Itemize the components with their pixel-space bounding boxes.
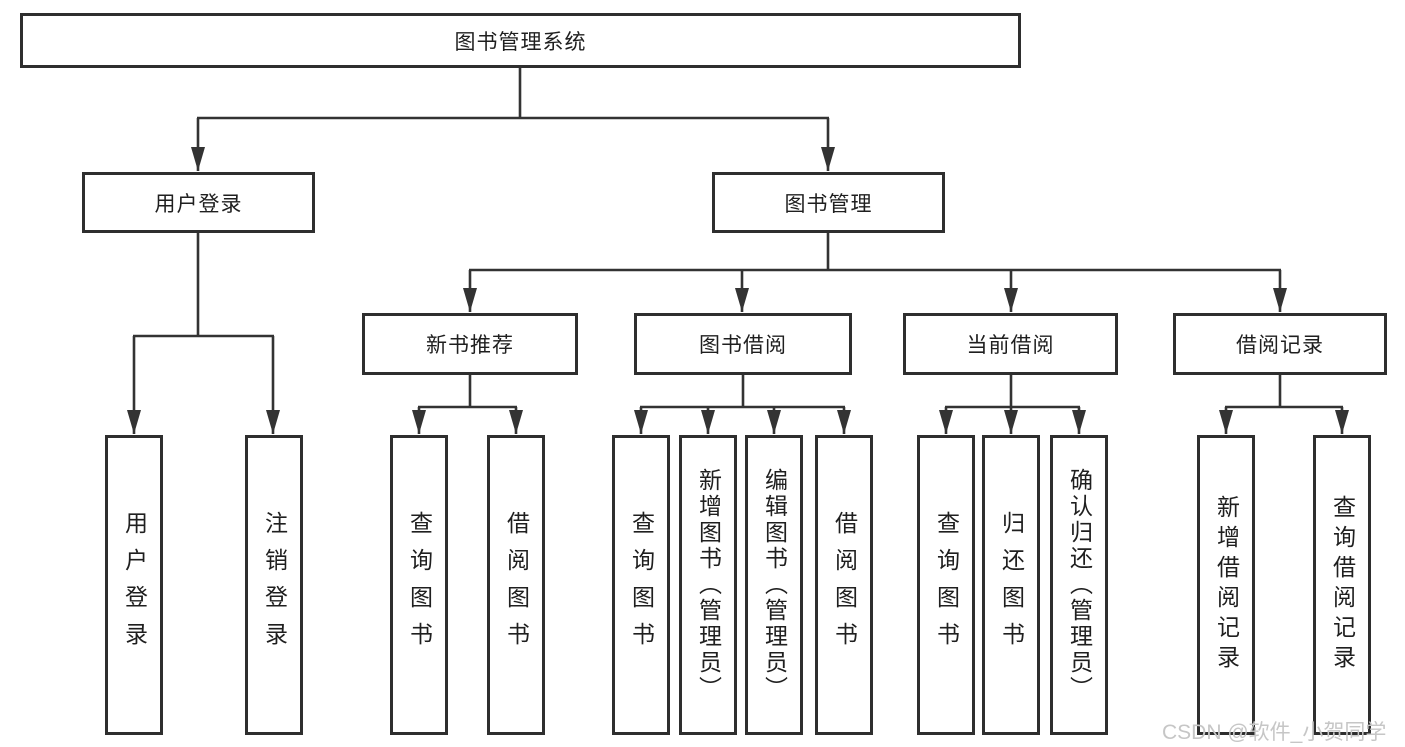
leaf-label: 注销登录: [261, 511, 288, 659]
leaf-query-borrow-record: 查询借阅记录: [1313, 435, 1371, 735]
node-borrow-records: 借阅记录: [1173, 313, 1387, 375]
leaf-label: 新增借阅记录: [1213, 495, 1240, 675]
leaf-label: 查询图书: [406, 511, 433, 659]
leaf-label: 确认归还（管理员）: [1066, 468, 1093, 702]
leaf-return-book: 归还图书: [982, 435, 1040, 735]
leaf-add-borrow-record: 新增借阅记录: [1197, 435, 1255, 735]
leaf-label: 编辑图书（管理员）: [761, 468, 788, 702]
leaf-user-login: 用户登录: [105, 435, 163, 735]
leaf-query-books-1: 查询图书: [390, 435, 448, 735]
leaf-borrow-books-2: 借阅图书: [815, 435, 873, 735]
leaf-label: 用户登录: [121, 511, 148, 659]
node-current-borrow: 当前借阅: [903, 313, 1118, 375]
leaf-label: 查询借阅记录: [1329, 495, 1356, 675]
leaf-edit-book-admin: 编辑图书（管理员）: [745, 435, 803, 735]
leaf-label: 借阅图书: [831, 511, 858, 659]
watermark: CSDN @软件_小贺同学: [1162, 721, 1387, 744]
leaf-query-books-2: 查询图书: [612, 435, 670, 735]
leaf-label: 新增图书（管理员）: [695, 468, 722, 702]
node-new-book-recommend: 新书推荐: [362, 313, 578, 375]
leaf-logout: 注销登录: [245, 435, 303, 735]
leaf-add-book-admin: 新增图书（管理员）: [679, 435, 737, 735]
leaf-label: 归还图书: [998, 511, 1025, 659]
leaf-borrow-books-1: 借阅图书: [487, 435, 545, 735]
node-book-borrow: 图书借阅: [634, 313, 852, 375]
node-root: 图书管理系统: [20, 13, 1021, 68]
node-user-login: 用户登录: [82, 172, 315, 233]
leaf-label: 查询图书: [628, 511, 655, 659]
leaf-label: 借阅图书: [503, 511, 530, 659]
leaf-confirm-return-admin: 确认归还（管理员）: [1050, 435, 1108, 735]
node-book-management: 图书管理: [712, 172, 945, 233]
leaf-label: 查询图书: [933, 511, 960, 659]
leaf-query-books-3: 查询图书: [917, 435, 975, 735]
